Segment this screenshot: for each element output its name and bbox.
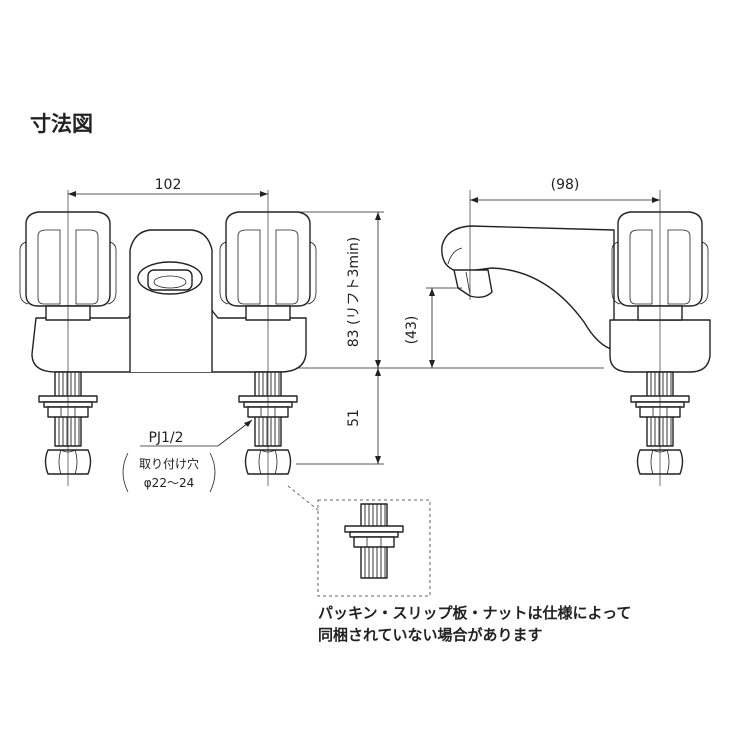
dim-width-label: 102 bbox=[155, 177, 182, 193]
front-view: 102 83 (リフト3min) 51 PJ1/2 取り付け穴 φ22〜24 bbox=[19, 177, 604, 493]
thread-label: PJ1/2 bbox=[148, 430, 183, 446]
page-title: 寸法図 bbox=[30, 112, 93, 136]
side-view: (98) (43) bbox=[404, 177, 711, 486]
note-line-2: 同梱されていない場合があります bbox=[318, 626, 543, 644]
note-line-1: パッキン・スリップ板・ナットは仕様によって bbox=[318, 604, 632, 622]
dim-height-label: 83 (リフト3min) bbox=[346, 237, 362, 348]
hole-diameter-label: φ22〜24 bbox=[144, 476, 194, 490]
mounting-hole-label: 取り付け穴 bbox=[139, 456, 199, 471]
dim-spout-height-label: (43) bbox=[404, 316, 420, 345]
dim-reach-label: (98) bbox=[551, 177, 580, 193]
dim-shank-label: 51 bbox=[346, 409, 362, 427]
detail-view bbox=[287, 485, 431, 597]
